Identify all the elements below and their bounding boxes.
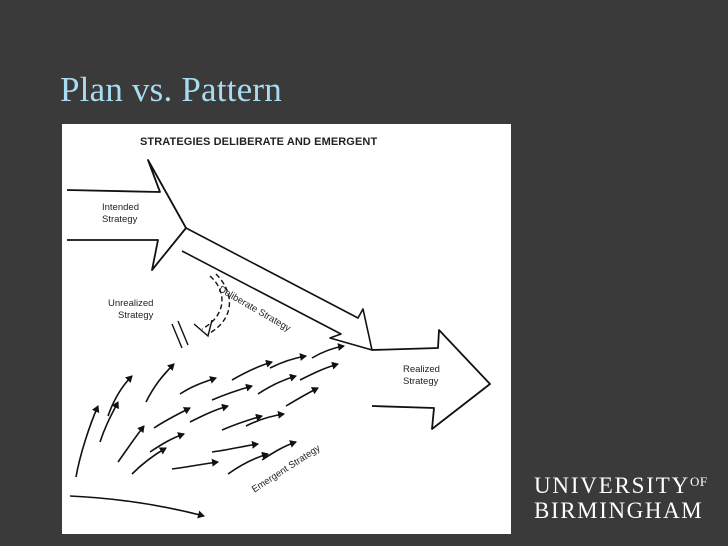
diagram-drawing (66, 159, 491, 519)
logo-university: UNIVERSITY (534, 473, 690, 498)
logo-of: OF (690, 474, 708, 489)
logo-birmingham: BIRMINGHAM (534, 498, 704, 523)
university-logo: UNIVERSITYOF BIRMINGHAM (534, 474, 708, 522)
emergent-strategy-arrows (69, 343, 345, 519)
intended-strategy-label: Intended Strategy (102, 202, 139, 225)
realized-strategy-label: Realized Strategy (403, 364, 440, 387)
strategy-diagram: STRATEGIES DELIBERATE AND EMERGENT Inten… (62, 124, 511, 534)
unrealized-strategy-label: Unrealized Strategy (108, 298, 154, 321)
unrealized-strategy-arrow (201, 275, 223, 330)
slide-title: Plan vs. Pattern (60, 70, 282, 109)
realized-strategy-arrow (371, 329, 491, 430)
deliberate-strategy-arrow (181, 227, 373, 351)
diagram-title: STRATEGIES DELIBERATE AND EMERGENT (140, 136, 378, 148)
